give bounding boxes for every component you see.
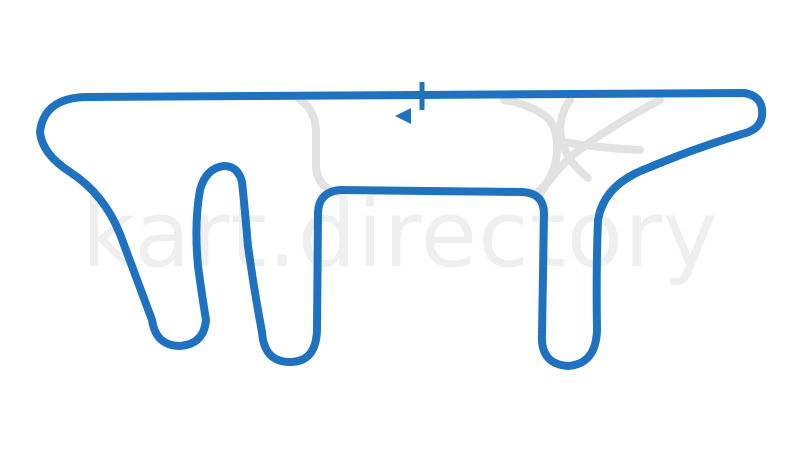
alternate-layout-links xyxy=(296,96,664,198)
main-track xyxy=(36,89,767,370)
watermark-text: kart.directory xyxy=(82,181,719,288)
direction-arrow-icon xyxy=(395,108,411,124)
